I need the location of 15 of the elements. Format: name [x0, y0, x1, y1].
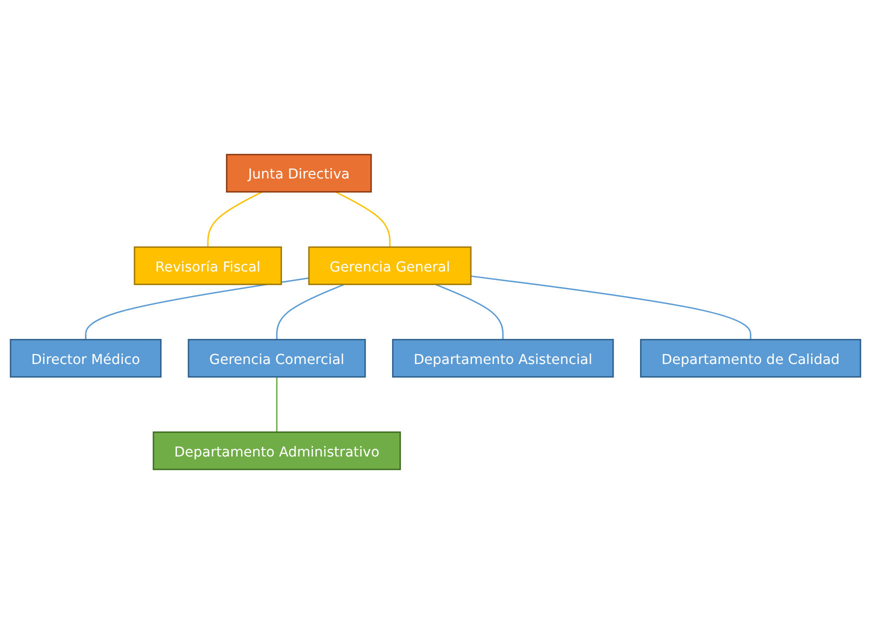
node-box: Director Médico: [10, 338, 162, 378]
node-box: Departamento Administrativo: [152, 431, 401, 470]
connector: [207, 191, 263, 248]
node-box: Revisoría Fiscal: [134, 246, 282, 286]
connector: [85, 277, 310, 340]
connector: [276, 376, 278, 432]
connector: [335, 191, 391, 248]
node-box: Junta Directiva: [226, 154, 372, 193]
connector: [276, 284, 345, 340]
connector: [470, 275, 752, 340]
node-box: Gerencia General: [308, 246, 472, 286]
node-box: Gerencia Comercial: [188, 338, 366, 378]
node-box: Departamento de Calidad: [640, 338, 862, 378]
node-box: Departamento Asistencial: [392, 338, 614, 378]
connector: [435, 284, 504, 340]
